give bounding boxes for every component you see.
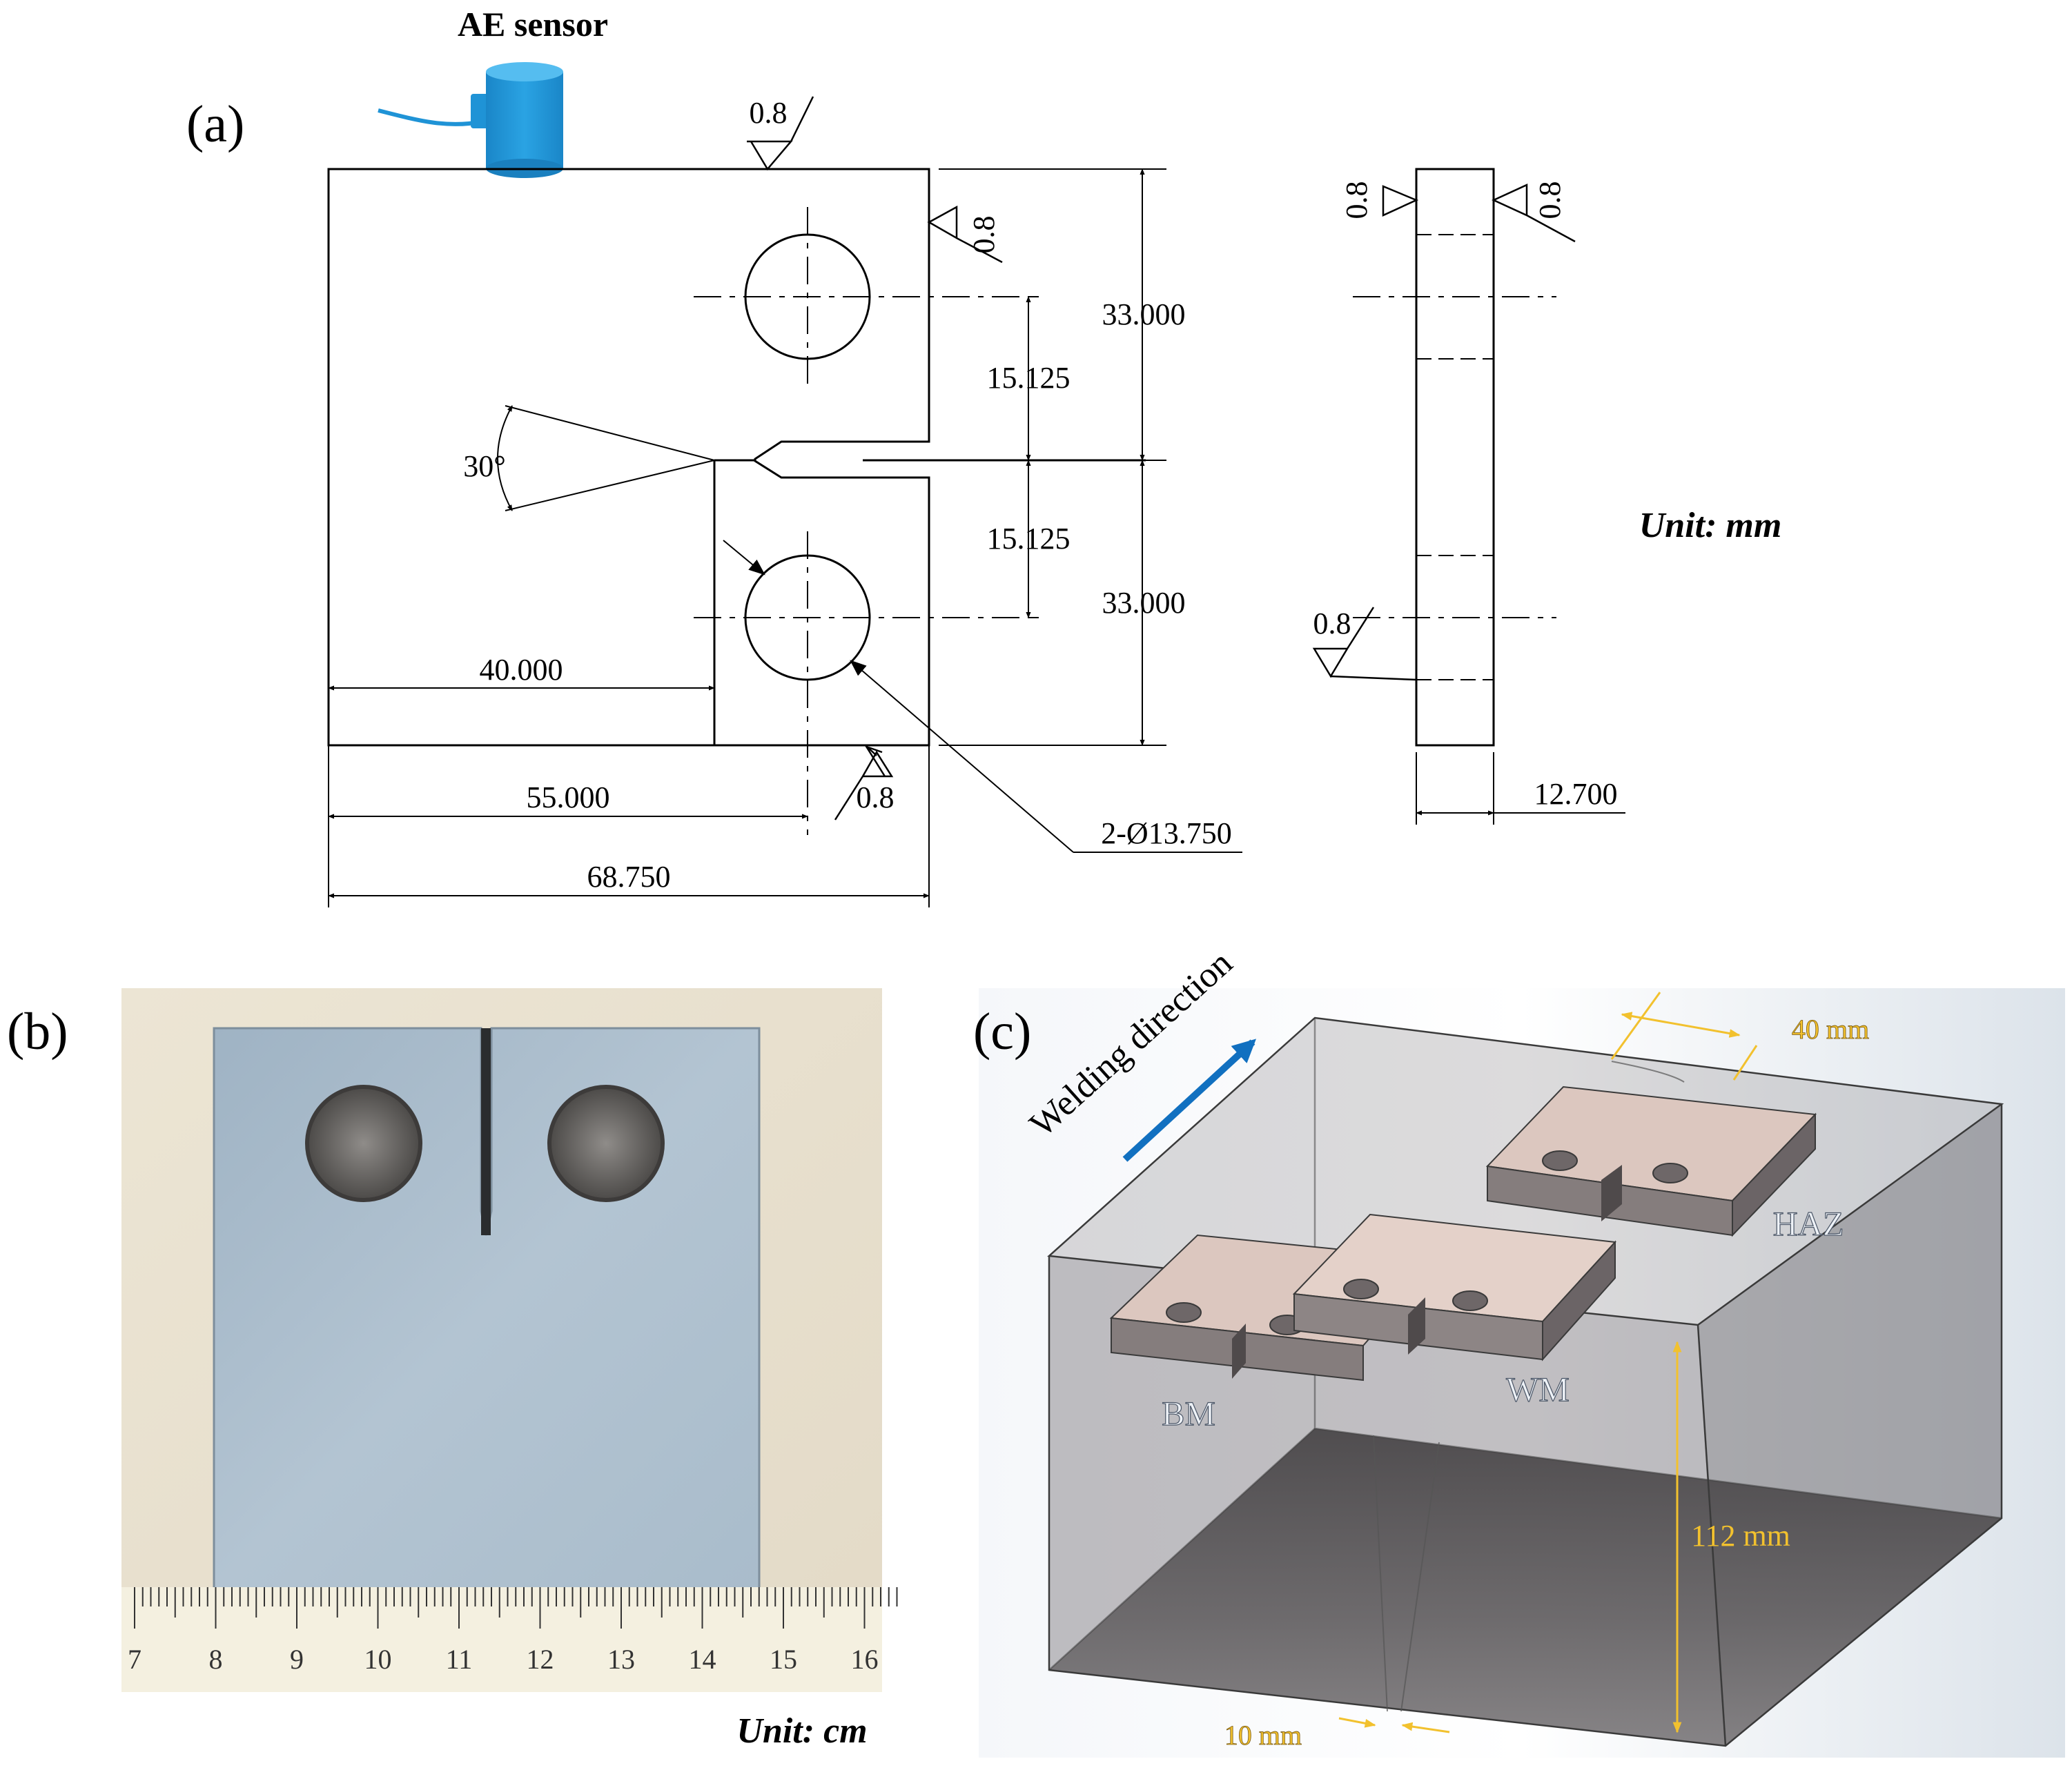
ruler-number: 16 — [851, 1644, 879, 1675]
weld-seam-lines — [1373, 1061, 1685, 1712]
roughness-side-right: 0.8 — [1533, 181, 1567, 219]
panel-a: (a) AE sensor 30° — [186, 5, 1781, 907]
dim-hole-offset-top: 15.125 — [987, 361, 1071, 395]
unit-mm-label: Unit: mm — [1639, 506, 1782, 545]
ruler-number: 7 — [128, 1644, 141, 1675]
side-roughness-symbols — [1312, 184, 1576, 681]
zone-label-haz: HAZ — [1773, 1204, 1844, 1243]
dim-thickness: 12.700 — [1534, 777, 1618, 811]
block-floor-shadow — [1049, 1428, 2002, 1746]
diameter-leader — [723, 540, 1242, 853]
horizontal-dimension-lines — [328, 685, 930, 907]
dim-notch-depth: 40.000 — [480, 653, 563, 687]
notch-angle-value: 30° — [463, 449, 506, 483]
specimen-haz — [1485, 1085, 1817, 1237]
photo-hole-left — [305, 1085, 422, 1202]
dim-hole-offset-bottom: 15.125 — [987, 522, 1071, 556]
ruler-number: 13 — [607, 1644, 635, 1675]
zone-label-bm: BM — [1162, 1394, 1215, 1433]
ruler-numbers: 7 8 9 10 11 12 13 14 15 16 — [128, 1644, 879, 1675]
ruler-number: 10 — [364, 1644, 392, 1675]
dim-10mm: 10 mm — [1224, 1720, 1302, 1751]
yellow-dimensions — [1338, 992, 1758, 1733]
panel-c-label: (c) — [973, 1003, 1031, 1061]
side-hidden-lines — [1416, 234, 1494, 680]
ruler-number: 8 — [209, 1644, 223, 1675]
specimen-front-outline — [327, 168, 930, 747]
roughness-bottom: 0.8 — [857, 780, 895, 814]
side-center-lines — [1353, 296, 1556, 618]
roughness-symbols — [747, 96, 1003, 777]
specimen-wm — [1292, 1213, 1617, 1362]
center-lines — [694, 207, 1028, 835]
photo-hole-right — [547, 1085, 665, 1202]
notch-angle-lines — [497, 405, 715, 511]
unit-cm-label: Unit: cm — [736, 1711, 867, 1751]
panel-b: (b) 7 8 9 10 11 12 13 14 15 16 Unit: cm — [7, 988, 898, 1751]
sensor-label: AE sensor — [458, 5, 608, 43]
panel-a-label: (a) — [186, 95, 244, 153]
ae-sensor-icon — [378, 62, 563, 178]
panel-b-label: (b) — [7, 1003, 68, 1061]
roughness-right: 0.8 — [967, 216, 1001, 254]
vertical-dimension-lines — [939, 168, 1166, 746]
roughness-side-bottom: 0.8 — [1313, 607, 1351, 640]
zone-label-wm: WM — [1506, 1370, 1570, 1408]
ruler-number: 11 — [446, 1644, 473, 1675]
dim-width: 68.750 — [587, 860, 671, 894]
panel-c: (c) — [973, 943, 2065, 1758]
ruler-number: 15 — [770, 1644, 797, 1675]
roughness-top: 0.8 — [750, 96, 788, 130]
ruler-ticks — [134, 1587, 898, 1629]
dim-height-top: 33.000 — [1102, 297, 1186, 331]
welding-direction-arrow — [1122, 1039, 1257, 1162]
ruler — [121, 1587, 882, 1692]
dim-hole-diameter: 2-Ø13.750 — [1101, 816, 1231, 850]
specimen-side-view — [1415, 168, 1495, 747]
dim-40mm: 40 mm — [1792, 1014, 1869, 1045]
ruler-number: 12 — [527, 1644, 554, 1675]
side-dimension — [1416, 752, 1625, 825]
dim-112mm: 112 mm — [1691, 1519, 1790, 1553]
dim-hole-center-x: 55.000 — [527, 780, 610, 814]
roughness-side-left: 0.8 — [1340, 181, 1374, 219]
dim-height-bottom: 33.000 — [1102, 586, 1186, 620]
block-edges — [1047, 1016, 2004, 1747]
roughness-bottom-symbol — [834, 750, 894, 820]
pin-holes — [744, 233, 871, 681]
ruler-number: 9 — [290, 1644, 304, 1675]
ruler-number: 14 — [689, 1644, 716, 1675]
